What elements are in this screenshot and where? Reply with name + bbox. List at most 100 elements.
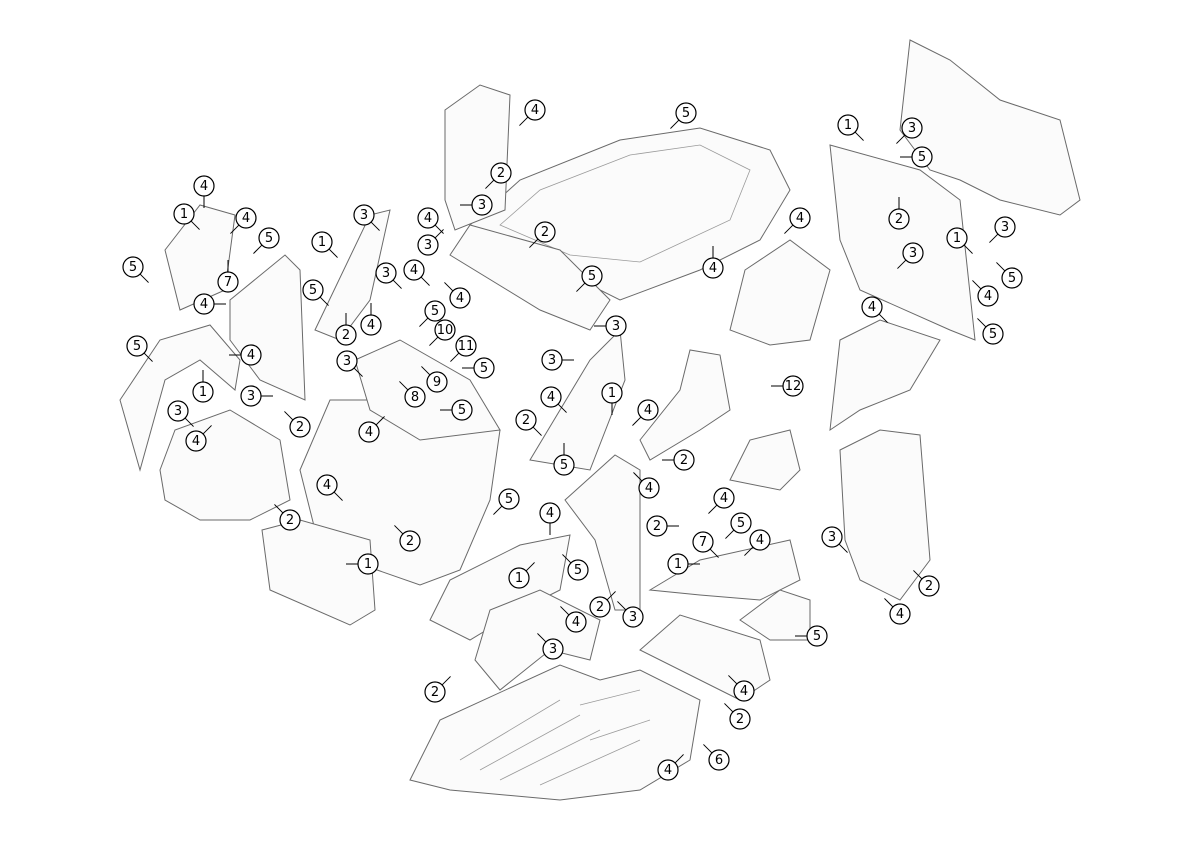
callout-circle [605,315,627,337]
callout-circle [601,382,623,404]
callout-circle [353,204,375,226]
callout-3: 3 [896,117,923,144]
callout-circle [702,257,724,279]
callout-circle [638,477,660,499]
callout-number: 4 [664,763,672,778]
callout-5: 5 [996,262,1023,289]
callout-circle [646,515,668,537]
callout-circle [375,262,397,284]
callout-circle [541,349,563,371]
callout-5: 5 [576,265,603,292]
leader-line [328,248,338,258]
callout-1: 1 [946,227,973,254]
callout-10: 10 [429,319,456,346]
callout-2: 2 [662,449,695,471]
leader-line [896,134,906,144]
callout-number: 5 [989,327,997,342]
callout-4: 4 [316,474,343,501]
callout-3: 3 [240,385,273,407]
callout-3: 3 [375,262,402,289]
leader-line [485,179,495,189]
leader-line [633,472,643,482]
callout-circle [498,488,520,510]
callout-number: 2 [653,519,661,534]
callout-circle [622,606,644,628]
callout-number: 4 [456,291,464,306]
leader-line [375,416,385,426]
callout-2: 2 [913,570,940,597]
callout-number: 12 [785,379,802,394]
callout-number: 4 [896,607,904,622]
callout-number: 4 [424,211,432,226]
floor-pan [409,664,701,801]
leader-line [333,491,343,501]
leader-line [708,504,718,514]
callout-circle [279,509,301,531]
callout-1: 1 [192,370,214,403]
leader-line [202,425,212,435]
callout-circle [357,553,379,575]
callout-2: 2 [394,525,421,552]
callout-circle [193,175,215,197]
callout-3: 3 [353,204,380,231]
callout-circle [901,117,923,139]
door-frame-inner [564,454,641,611]
callout-2: 2 [529,221,556,248]
callout-number: 4 [247,348,255,363]
callout-circle [451,399,473,421]
callout-number: 2 [925,579,933,594]
callout-number: 2 [296,420,304,435]
callout-circle [994,216,1016,238]
wheel-liner-rear-right [829,319,941,432]
leader-line [989,233,999,243]
leader-line [674,754,684,764]
callout-circle [316,474,338,496]
callout-number: 3 [612,319,620,334]
callout-4: 4 [403,259,430,286]
callout-5: 5 [122,256,149,283]
callout-1: 1 [837,114,864,141]
callout-number: 5 [133,339,141,354]
callout-circle [404,386,426,408]
callout-circle [946,227,968,249]
leader-line [399,381,409,391]
callout-2: 2 [646,515,679,537]
leader-line [963,244,973,254]
leader-line [434,224,444,234]
callout-number: 4 [547,390,555,405]
callout-circle [806,625,828,647]
callout-circle [565,611,587,633]
callout-circle [473,357,495,379]
callout-5: 5 [725,512,752,539]
leader-line [878,313,888,323]
callout-4: 4 [417,207,444,234]
callout-number: 3 [828,530,836,545]
callout-circle [258,227,280,249]
callout-number: 3 [424,238,432,253]
leader-line [670,119,680,129]
callout-circle [733,680,755,702]
callout-4: 4 [358,416,385,443]
callout-5: 5 [977,318,1004,345]
callout-2: 2 [284,411,311,438]
front-fender-right [429,534,571,641]
callout-number: 3 [343,354,351,369]
callout-number: 5 [737,516,745,531]
callout-circle [289,416,311,438]
callout-2: 2 [274,504,301,531]
callout-circle [417,234,439,256]
rear-quarter-panel [839,429,931,601]
callout-number: 3 [908,121,916,136]
callout-circle [185,430,207,452]
callout-3: 3 [537,633,564,660]
callout-circle [471,194,493,216]
callout-3: 3 [460,194,493,216]
leader-line [606,591,616,601]
callout-number: 2 [596,600,604,615]
callout-number: 1 [515,571,523,586]
callout-number: 4 [572,615,580,630]
callout-circle [490,162,512,184]
callout-circle [399,530,421,552]
callout-4: 4 [444,282,471,309]
callout-3: 3 [541,349,574,371]
